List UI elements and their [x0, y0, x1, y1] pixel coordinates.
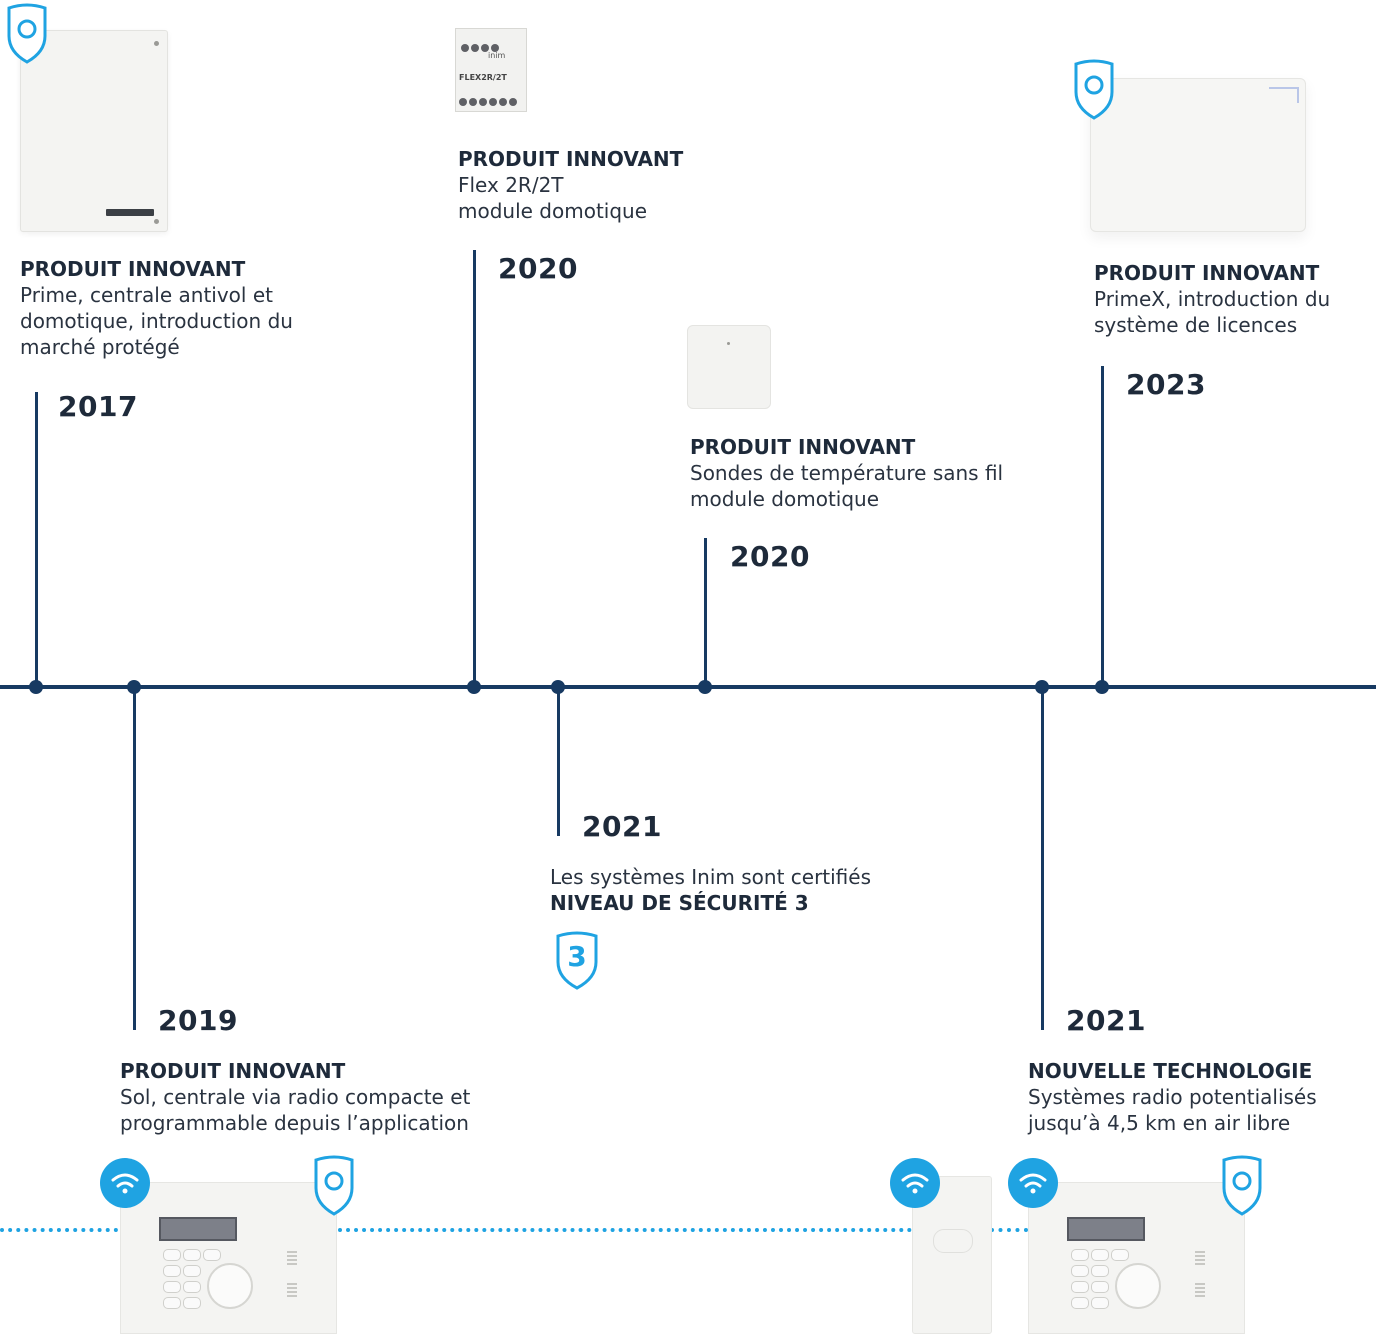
grade-3-shield-icon: 3 [554, 930, 600, 990]
milestone-2023-line-1: PrimeX, introduction du [1094, 287, 1331, 311]
axis-dot-2021-grade3 [551, 680, 565, 694]
flex-device-label: FLEX2R/2T [459, 73, 507, 82]
milestone-2021-grade3-text: Les systèmes Inim sont certifiés NIVEAU … [550, 864, 930, 916]
milestone-2020-sondes-text: PRODUIT INNOVANT Sondes de température s… [690, 434, 1060, 512]
year-2017: 2017 [58, 390, 138, 423]
milestone-2019-line-1: Sol, centrale via radio compacte et [120, 1085, 471, 1109]
flex-module-image: inim FLEX2R/2T [455, 28, 527, 112]
milestone-2021-radio-line-1: Systèmes radio potentialisés [1028, 1085, 1317, 1109]
shield-icon [1220, 1152, 1264, 1216]
milestone-2019-line-2: programmable depuis l’application [120, 1111, 469, 1135]
year-2021-grade3: 2021 [582, 810, 662, 843]
milestone-2020-flex-line-2: module domotique [458, 199, 648, 223]
shield-icon [5, 0, 49, 64]
milestone-2020-flex-heading: PRODUIT INNOVANT [458, 147, 684, 171]
radio-dotted-line-right [990, 1228, 1028, 1232]
milestone-2020-sondes-line-2: module domotique [690, 487, 880, 511]
shield-icon [1072, 56, 1116, 120]
axis-dot-2020-sondes [698, 680, 712, 694]
grade-3-number: 3 [567, 940, 587, 973]
axis-dot-2021-radio [1035, 680, 1049, 694]
milestone-2020-sondes-heading: PRODUIT INNOVANT [690, 435, 916, 459]
milestone-2017-line-1: Prime, centrale antivol et [20, 283, 273, 307]
milestone-2017-line-2: domotique, introduction du [20, 309, 293, 333]
connector-2017 [35, 392, 38, 688]
radio-keypad-image [1028, 1182, 1245, 1334]
year-2023: 2023 [1126, 368, 1206, 401]
radio-dotted-line-middle [338, 1228, 912, 1232]
milestone-2023-text: PRODUIT INNOVANT PrimeX, introduction du… [1094, 260, 1374, 338]
connector-2020-flex [473, 250, 476, 688]
connector-2021-grade3 [557, 688, 560, 836]
milestone-2017-text: PRODUIT INNOVANT Prime, centrale antivol… [20, 256, 350, 360]
year-2020-flex: 2020 [498, 252, 578, 285]
milestone-2017-line-3: marché protégé [20, 335, 180, 359]
sol-keypad-image [120, 1182, 337, 1334]
prime-panel-image [20, 30, 168, 232]
axis-dot-2020-flex [467, 680, 481, 694]
connector-2023 [1101, 366, 1104, 688]
milestone-2021-radio-text: NOUVELLE TECHNOLOGIE Systèmes radio pote… [1028, 1058, 1373, 1136]
milestone-2021-grade3-line: Les systèmes Inim sont certifiés [550, 865, 872, 889]
year-2021-radio: 2021 [1066, 1004, 1146, 1037]
timeline-axis [0, 685, 1376, 689]
milestone-2020-sondes-line-1: Sondes de température sans fil [690, 461, 1004, 485]
primex-panel-image [1090, 78, 1306, 232]
axis-dot-2019 [127, 680, 141, 694]
axis-dot-2023 [1095, 680, 1109, 694]
year-2020-sondes: 2020 [730, 540, 810, 573]
milestone-2023-line-2: système de licences [1094, 313, 1298, 337]
wifi-icon [100, 1158, 150, 1208]
flex-device-brand: inim [488, 51, 506, 60]
wifi-icon [1008, 1158, 1058, 1208]
milestone-2020-flex-text: PRODUIT INNOVANT Flex 2R/2T module domot… [458, 146, 758, 224]
milestone-2019-text: PRODUIT INNOVANT Sol, centrale via radio… [120, 1058, 540, 1136]
radio-dotted-line-left [0, 1228, 118, 1232]
milestone-2019-heading: PRODUIT INNOVANT [120, 1059, 346, 1083]
milestone-2023-heading: PRODUIT INNOVANT [1094, 261, 1320, 285]
shield-icon [312, 1152, 356, 1216]
radio-device-image [912, 1176, 992, 1334]
milestone-2021-grade3-bold: NIVEAU DE SÉCURITÉ 3 [550, 891, 809, 915]
year-2019: 2019 [158, 1004, 238, 1037]
temperature-sensor-image [687, 325, 771, 409]
connector-2021-radio [1041, 688, 1044, 1030]
wifi-icon [890, 1158, 940, 1208]
axis-dot-2017 [29, 680, 43, 694]
connector-2019 [133, 688, 136, 1030]
milestone-2017-heading: PRODUIT INNOVANT [20, 257, 246, 281]
milestone-2021-radio-heading: NOUVELLE TECHNOLOGIE [1028, 1059, 1313, 1083]
milestone-2021-radio-line-2: jusqu’à 4,5 km en air libre [1028, 1111, 1291, 1135]
connector-2020-sondes [704, 538, 707, 688]
milestone-2020-flex-line-1: Flex 2R/2T [458, 173, 564, 197]
